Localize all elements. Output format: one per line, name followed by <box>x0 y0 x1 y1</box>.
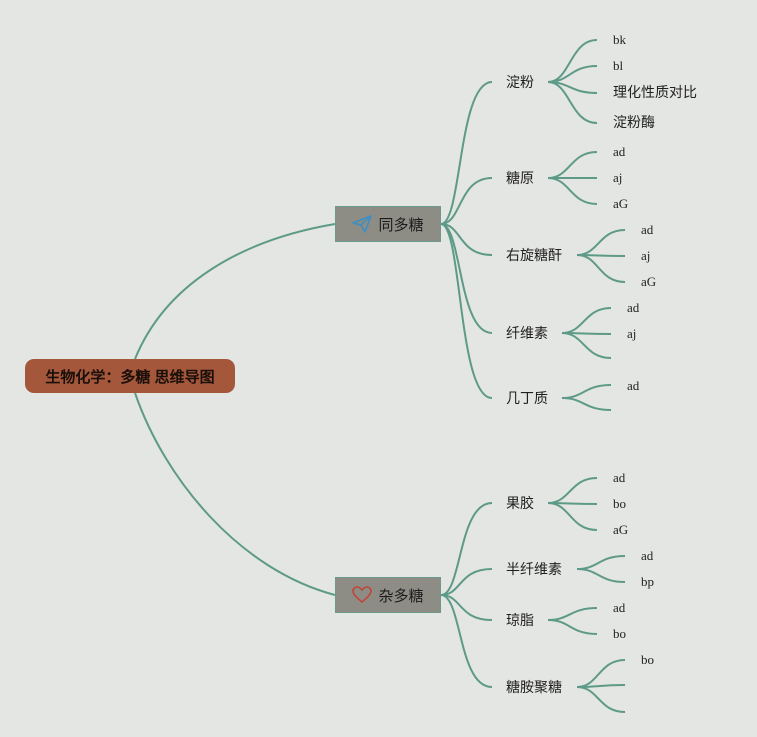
leaf-connector <box>561 384 612 399</box>
leaf-node[interactable]: ad <box>613 470 626 485</box>
leaf-node[interactable]: bl <box>613 58 624 73</box>
topic-label: 同多糖 <box>378 216 424 234</box>
branch-connector <box>440 81 493 225</box>
leaf-connector <box>547 177 598 205</box>
branch-connector <box>440 223 493 334</box>
leaf-connector <box>561 332 612 359</box>
leaf-node[interactable]: bo <box>641 652 654 667</box>
leaf-node[interactable]: ad <box>641 222 654 237</box>
subtopic-cellulose[interactable]: 纤维素 <box>506 325 548 341</box>
leaf-node[interactable]: ad <box>613 144 626 159</box>
topic-homopolysaccharide[interactable]: 同多糖 <box>335 206 441 242</box>
topic-heteropolysaccharide[interactable]: 杂多糖 <box>335 577 441 613</box>
leaf-node[interactable]: aj <box>641 248 651 263</box>
leaf-connector <box>547 477 598 504</box>
leaf-connector <box>547 619 598 635</box>
leaf-connector <box>547 39 598 83</box>
leaf-connector <box>576 254 626 283</box>
leaf-node[interactable]: bo <box>613 496 626 511</box>
leaf-connector <box>576 568 626 583</box>
heart-icon <box>352 586 373 604</box>
leaf-connector <box>547 502 598 531</box>
leaf-node[interactable]: ad <box>627 378 640 393</box>
leaf-connector <box>576 555 626 570</box>
subtopic-chitin[interactable]: 几丁质 <box>506 390 548 406</box>
subtopic-dextran[interactable]: 右旋糖酐 <box>506 247 562 263</box>
subtopic-hemicellulose[interactable]: 半纤维素 <box>506 561 562 577</box>
leaf-connector <box>576 686 626 713</box>
leaf-node[interactable]: bk <box>613 32 626 47</box>
root-label: 生物化学：多糖 思维导图 <box>45 368 215 386</box>
branch-connector <box>440 223 493 399</box>
leaf-node[interactable]: ad <box>613 600 626 615</box>
leaf-connector <box>547 607 598 621</box>
branch-connector <box>440 177 493 225</box>
subtopic-glycosaminoglycan[interactable]: 糖胺聚糖 <box>506 679 562 695</box>
paper-plane-icon <box>352 215 373 233</box>
leaf-connector <box>576 659 626 688</box>
subtopic-starch[interactable]: 淀粉 <box>506 74 534 90</box>
subtopic-pectin[interactable]: 果胶 <box>506 495 534 511</box>
leaf-connector <box>576 229 626 256</box>
leaf-node[interactable]: bp <box>641 574 654 589</box>
root-connector <box>134 392 336 596</box>
leaf-connector <box>547 81 598 124</box>
leaf-node[interactable]: aG <box>613 522 629 537</box>
branch-connector <box>440 568 493 596</box>
leaf-connector <box>561 397 612 411</box>
leaf-node[interactable]: bo <box>613 626 626 641</box>
branch-connector <box>440 594 493 621</box>
leaf-node[interactable]: ad <box>641 548 654 563</box>
leaf-node[interactable]: aG <box>613 196 629 211</box>
leaf-node[interactable]: aG <box>641 274 657 289</box>
branch-connector <box>440 223 493 256</box>
branch-connector <box>440 594 493 688</box>
root-connector <box>134 223 336 360</box>
leaf-node[interactable]: aj <box>613 170 623 185</box>
subtopic-glycogen[interactable]: 糖原 <box>506 170 534 186</box>
leaf-node[interactable]: ad <box>627 300 640 315</box>
leaf-connector <box>561 307 612 334</box>
root-node[interactable]: 生物化学：多糖 思维导图 <box>25 359 235 393</box>
topic-label: 杂多糖 <box>378 587 424 605</box>
leaf-node[interactable]: 理化性质对比 <box>613 84 697 100</box>
branch-connector <box>440 502 493 596</box>
leaf-node[interactable]: aj <box>627 326 637 341</box>
leaf-connector <box>547 151 598 179</box>
leaf-node[interactable]: 淀粉酶 <box>613 114 655 130</box>
subtopic-agar[interactable]: 琼脂 <box>506 612 534 628</box>
